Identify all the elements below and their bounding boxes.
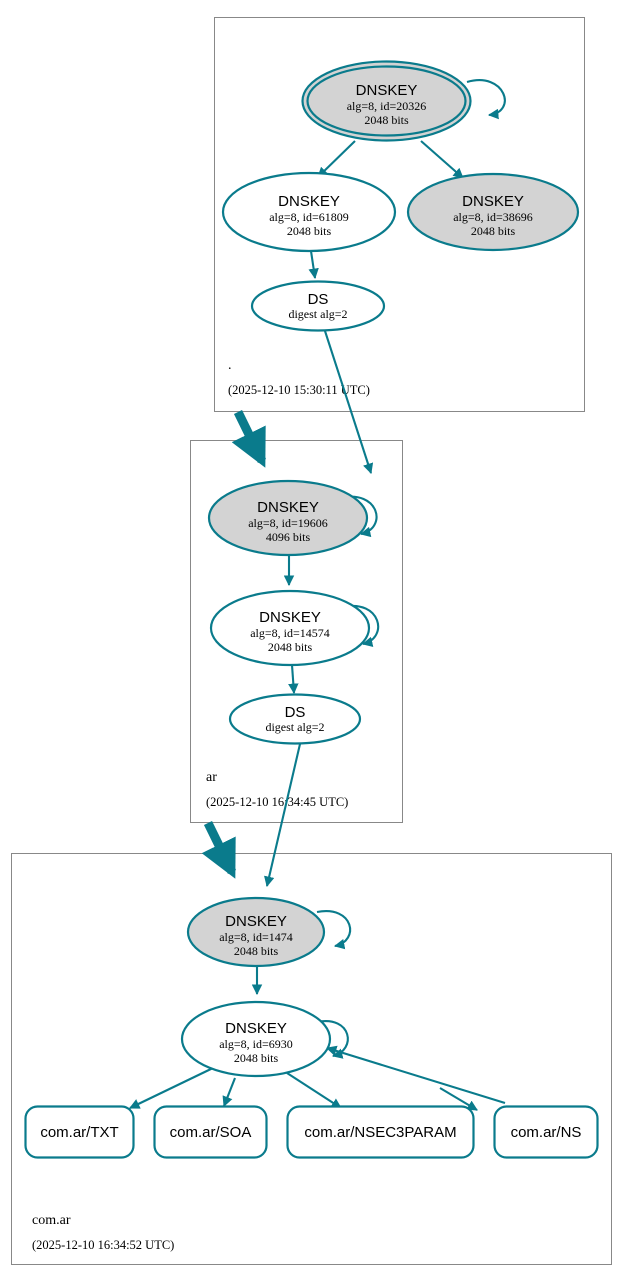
node-comar-dnskey-6930[interactable]: DNSKEY alg=8, id=6930 2048 bits	[180, 1000, 332, 1078]
rrset-label: com.ar/SOA	[170, 1124, 252, 1141]
node-shape	[180, 1000, 332, 1078]
node-shape	[186, 896, 326, 968]
zone-timestamp-ar: (2025-12-10 16:34:45 UTC)	[206, 795, 348, 809]
node-keysize: 2048 bits	[234, 944, 279, 958]
rrset-com-ar-ns[interactable]: com.ar/NS	[493, 1105, 599, 1159]
zone-timestamp-comar: (2025-12-10 16:34:52 UTC)	[32, 1238, 174, 1252]
rrset-label: com.ar/TXT	[40, 1124, 118, 1141]
edge-root-ksk-to-38696	[420, 140, 464, 179]
edge-ar-zsk-to-ds	[288, 664, 299, 695]
node-shape-inner	[306, 65, 467, 137]
zone-border-comar	[11, 853, 612, 1265]
rrset-shape	[24, 1105, 135, 1159]
zone-timestamp-root: (2025-12-10 15:30:11 UTC)	[228, 383, 370, 397]
edge-delegation-ar-to-comar	[201, 821, 237, 879]
rrset-shape	[286, 1105, 475, 1159]
node-keyinfo: alg=8, id=38696	[453, 210, 533, 224]
node-ar-dnskey-19606[interactable]: DNSKEY alg=8, id=19606 4096 bits	[207, 479, 369, 557]
node-title: DS	[308, 291, 329, 308]
node-ar-ds[interactable]: DS digest alg=2	[228, 693, 362, 745]
edge-comar-zsk-to-soa	[222, 1077, 236, 1107]
node-keyinfo: alg=8, id=6930	[219, 1037, 293, 1051]
node-keysize: 4096 bits	[266, 530, 311, 544]
node-title: DNSKEY	[278, 193, 340, 210]
zone-border-root	[214, 17, 585, 412]
node-keysize: 2048 bits	[268, 640, 313, 654]
edge-comar-zsk-to-ns	[325, 1045, 506, 1105]
node-digest-alg: digest alg=2	[288, 307, 347, 321]
edge-self-sign-root-ksk	[466, 79, 506, 120]
edges-comar	[129, 910, 506, 1111]
edge-root-ds-to-ar-ksk	[324, 330, 374, 474]
node-keyinfo: alg=8, id=19606	[248, 516, 328, 530]
edge-delegation-root-to-ar	[231, 410, 267, 468]
node-shape	[221, 171, 397, 253]
node-shape	[228, 693, 362, 745]
node-title: DNSKEY	[225, 913, 287, 930]
node-root-ksk-trust-anchor[interactable]: DNSKEY alg=8, id=20326 2048 bits	[301, 60, 472, 142]
node-keyinfo: alg=8, id=1474	[219, 930, 293, 944]
zone-border-ar	[190, 440, 403, 823]
rrset-label: com.ar/NS	[511, 1124, 582, 1141]
zone-label-root: .	[228, 358, 232, 373]
rrset-com-ar-soa[interactable]: com.ar/SOA	[153, 1105, 268, 1159]
node-root-dnskey-61809[interactable]: DNSKEY alg=8, id=61809 2048 bits	[221, 171, 397, 253]
node-shape	[207, 479, 369, 557]
node-shape	[209, 589, 371, 667]
rrset-label: com.ar/NSEC3PARAM	[304, 1124, 456, 1141]
edge-comar-zsk-to-txt	[129, 1067, 214, 1109]
edge-comar-zsk-to-nsec3param	[286, 1072, 342, 1109]
rrset-com-ar-txt[interactable]: com.ar/TXT	[24, 1105, 135, 1159]
rrset-shape	[153, 1105, 268, 1159]
node-keysize: 2048 bits	[471, 224, 516, 238]
node-keyinfo: alg=8, id=20326	[347, 99, 427, 113]
edge-self-sign-comar-zsk	[316, 1020, 349, 1059]
node-title: DNSKEY	[225, 1020, 287, 1037]
node-title: DNSKEY	[356, 82, 418, 99]
rrset-shape	[493, 1105, 599, 1159]
node-keysize: 2048 bits	[234, 1051, 279, 1065]
node-keysize: 2048 bits	[364, 113, 409, 127]
node-title: DNSKEY	[257, 499, 319, 516]
node-keyinfo: alg=8, id=14574	[250, 626, 330, 640]
edge-self-sign-comar-ksk	[316, 910, 352, 950]
node-title: DS	[285, 704, 306, 721]
rrset-com-ar-nsec3param[interactable]: com.ar/NSEC3PARAM	[286, 1105, 475, 1159]
zone-label-comar: com.ar	[32, 1213, 71, 1228]
zone-cluster-comar: com.ar (2025-12-10 16:34:52 UTC)	[11, 853, 612, 1265]
node-keysize: 2048 bits	[287, 224, 332, 238]
node-title: DNSKEY	[462, 193, 524, 210]
node-root-ds[interactable]: DS digest alg=2	[250, 280, 386, 332]
zone-cluster-root: . (2025-12-10 15:30:11 UTC)	[214, 17, 585, 412]
zone-label-ar: ar	[206, 770, 217, 785]
node-comar-dnskey-1474[interactable]: DNSKEY alg=8, id=1474 2048 bits	[186, 896, 326, 968]
edges-root	[308, 79, 506, 280]
node-root-dnskey-38696[interactable]: DNSKEY alg=8, id=38696 2048 bits	[406, 172, 580, 252]
node-shape	[406, 172, 580, 252]
edge-ar-ds-to-comar-ksk	[264, 743, 302, 888]
zone-cluster-ar: ar (2025-12-10 16:34:45 UTC)	[190, 440, 403, 823]
node-shape	[250, 280, 386, 332]
node-title: DNSKEY	[259, 609, 321, 626]
edge-comar-zsk-to-ns-head	[439, 1087, 478, 1111]
node-keyinfo: alg=8, id=61809	[269, 210, 349, 224]
edge-root-61809-to-ds	[308, 250, 319, 280]
node-ar-dnskey-14574[interactable]: DNSKEY alg=8, id=14574 2048 bits	[209, 589, 371, 667]
node-digest-alg: digest alg=2	[265, 720, 324, 734]
edge-root-ksk-to-61809	[317, 140, 356, 178]
